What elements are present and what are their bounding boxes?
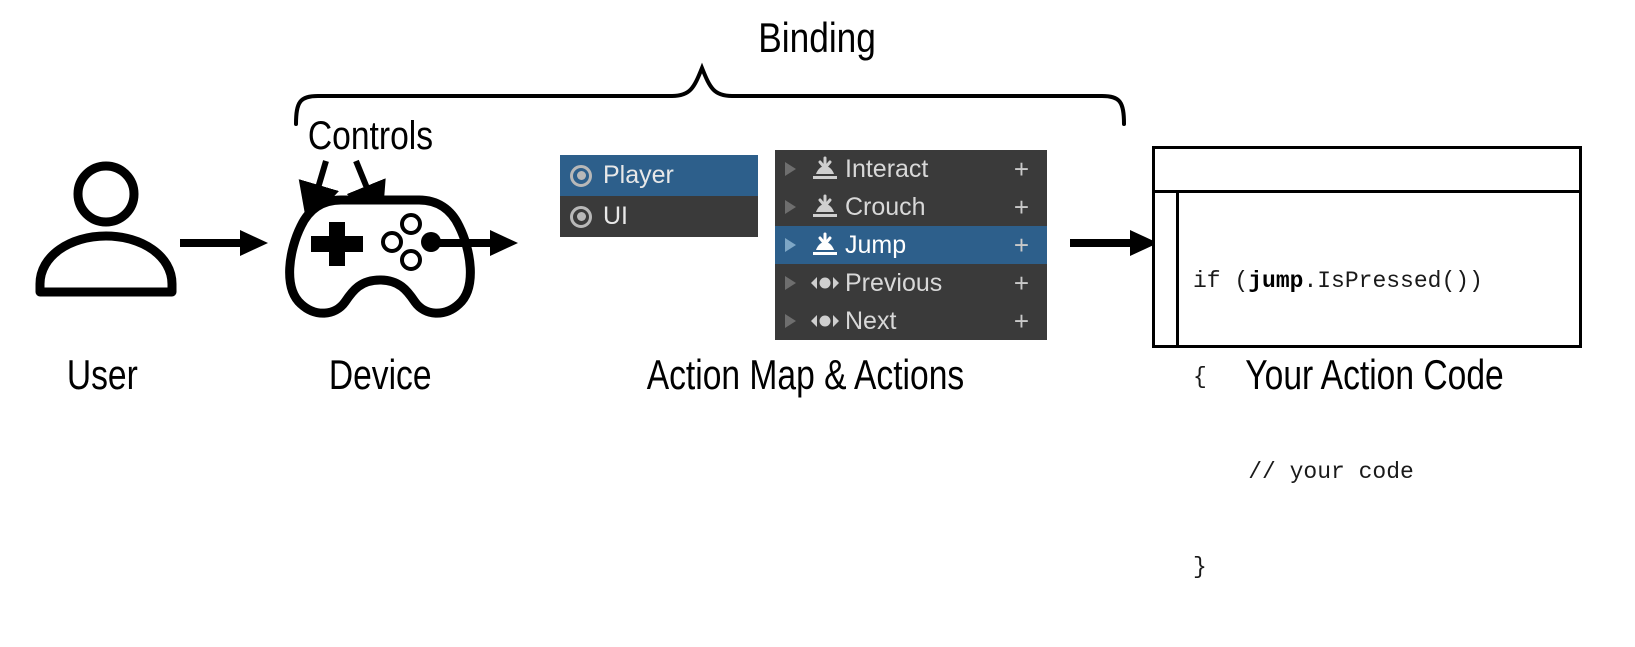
add-binding-button[interactable]: + bbox=[1013, 154, 1029, 184]
stage-label-your-action-code: Your Action Code bbox=[1245, 351, 1505, 398]
action-row-interact[interactable]: Interact + bbox=[775, 150, 1047, 188]
stage-label-device: Device bbox=[328, 351, 432, 398]
code-line: } bbox=[1193, 554, 1207, 581]
add-binding-button[interactable]: + bbox=[1013, 192, 1029, 222]
button-action-icon bbox=[805, 232, 845, 257]
button-action-icon bbox=[805, 194, 845, 219]
action-label: Jump bbox=[845, 230, 907, 259]
action-map-row-ui[interactable]: UI bbox=[560, 196, 758, 237]
foldout-arrow-icon[interactable] bbox=[775, 314, 805, 328]
action-map-label: UI bbox=[603, 202, 628, 230]
code-line: if (jump.IsPressed()) bbox=[1193, 268, 1483, 295]
code-window: if (jump.IsPressed()) { // your code } bbox=[1152, 146, 1582, 580]
action-maps-panel[interactable]: Player UI bbox=[560, 155, 758, 237]
actions-panel[interactable]: Interact + Crouch + bbox=[775, 150, 1047, 340]
arrow-right-icon bbox=[180, 230, 268, 256]
action-map-row-player[interactable]: Player bbox=[560, 155, 758, 196]
foldout-arrow-icon[interactable] bbox=[775, 200, 805, 214]
curly-brace-icon bbox=[294, 62, 1126, 126]
diagram-canvas: Binding Controls bbox=[35, 14, 1582, 581]
action-row-next[interactable]: Next + bbox=[775, 302, 1047, 340]
controls-label: Controls bbox=[307, 114, 433, 158]
stage-label-user: User bbox=[67, 351, 138, 398]
action-label: Interact bbox=[845, 154, 929, 183]
foldout-arrow-icon[interactable] bbox=[775, 162, 805, 176]
gamepad-icon bbox=[285, 195, 475, 318]
action-label: Crouch bbox=[845, 192, 926, 221]
action-map-icon bbox=[570, 164, 592, 187]
action-row-previous[interactable]: Previous + bbox=[775, 264, 1047, 302]
action-row-jump[interactable]: Jump + bbox=[775, 226, 1047, 264]
add-binding-button[interactable]: + bbox=[1013, 230, 1029, 260]
stage-label-action-map: Action Map & Actions bbox=[646, 351, 964, 398]
code-line: // your code bbox=[1193, 458, 1414, 485]
action-label: Previous bbox=[845, 268, 943, 297]
action-row-crouch[interactable]: Crouch + bbox=[775, 188, 1047, 226]
code-window-titlebar bbox=[1155, 149, 1579, 193]
axis-action-icon bbox=[805, 274, 845, 292]
button-action-icon bbox=[805, 156, 845, 181]
arrow-right-icon bbox=[1070, 230, 1158, 256]
add-binding-button[interactable]: + bbox=[1013, 268, 1029, 298]
user-icon bbox=[35, 161, 177, 297]
code-window-content[interactable]: if (jump.IsPressed()) { // your code } bbox=[1179, 193, 1579, 580]
foldout-arrow-icon[interactable] bbox=[775, 276, 805, 290]
action-map-label: Player bbox=[603, 161, 674, 189]
add-binding-button[interactable]: + bbox=[1013, 306, 1029, 336]
foldout-arrow-icon[interactable] bbox=[775, 238, 805, 252]
action-map-icon bbox=[570, 205, 592, 228]
binding-label: Binding bbox=[758, 14, 877, 61]
axis-action-icon bbox=[805, 312, 845, 330]
arrow-right-icon bbox=[430, 230, 518, 256]
action-label: Next bbox=[845, 306, 897, 335]
code-line: { bbox=[1193, 363, 1207, 390]
code-window-gutter bbox=[1155, 193, 1179, 345]
